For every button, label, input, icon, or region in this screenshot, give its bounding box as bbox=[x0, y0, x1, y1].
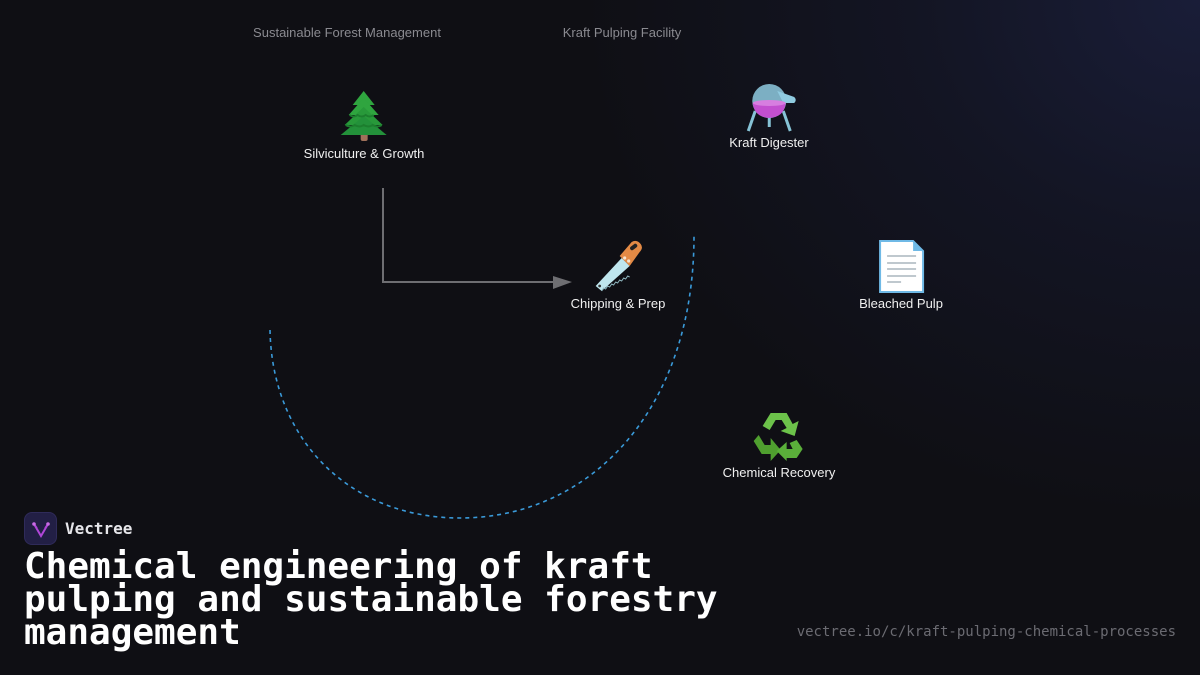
saw-icon bbox=[590, 238, 646, 294]
node-chemical-recovery[interactable]: Chemical Recovery bbox=[722, 407, 836, 480]
page-title: Chemical engineering of kraft pulping an… bbox=[24, 546, 718, 653]
node-label: Chemical Recovery bbox=[722, 465, 836, 480]
node-label: Kraft Digester bbox=[729, 135, 809, 150]
document-page-icon bbox=[873, 238, 929, 294]
brand: Vectree bbox=[24, 512, 132, 545]
node-label: Silviculture & Growth bbox=[303, 146, 425, 161]
node-label: Bleached Pulp bbox=[859, 296, 943, 311]
arrowhead-icon bbox=[553, 276, 572, 289]
edge-dashed-recovery-loop[interactable] bbox=[269, 235, 695, 519]
vectree-logo-icon bbox=[24, 512, 57, 545]
node-bleached-pulp[interactable]: Bleached Pulp bbox=[859, 238, 943, 311]
recycle-icon bbox=[751, 407, 807, 463]
evergreen-tree-icon bbox=[336, 88, 392, 144]
section-label-pulping-facility: Kraft Pulping Facility bbox=[562, 25, 682, 40]
brand-name: Vectree bbox=[65, 519, 133, 538]
node-label: Chipping & Prep bbox=[570, 296, 666, 311]
edge-silviculture-to-chipping[interactable] bbox=[382, 188, 572, 289]
node-kraft-digester[interactable]: Kraft Digester bbox=[729, 77, 809, 150]
section-label-forest-management: Sustainable Forest Management bbox=[253, 25, 441, 40]
node-chipping-prep[interactable]: Chipping & Prep bbox=[570, 238, 666, 311]
node-silviculture[interactable]: Silviculture & Growth bbox=[303, 88, 425, 161]
alembic-flask-icon bbox=[739, 77, 799, 133]
source-url[interactable]: vectree.io/c/kraft-pulping-chemical-proc… bbox=[796, 624, 1176, 640]
